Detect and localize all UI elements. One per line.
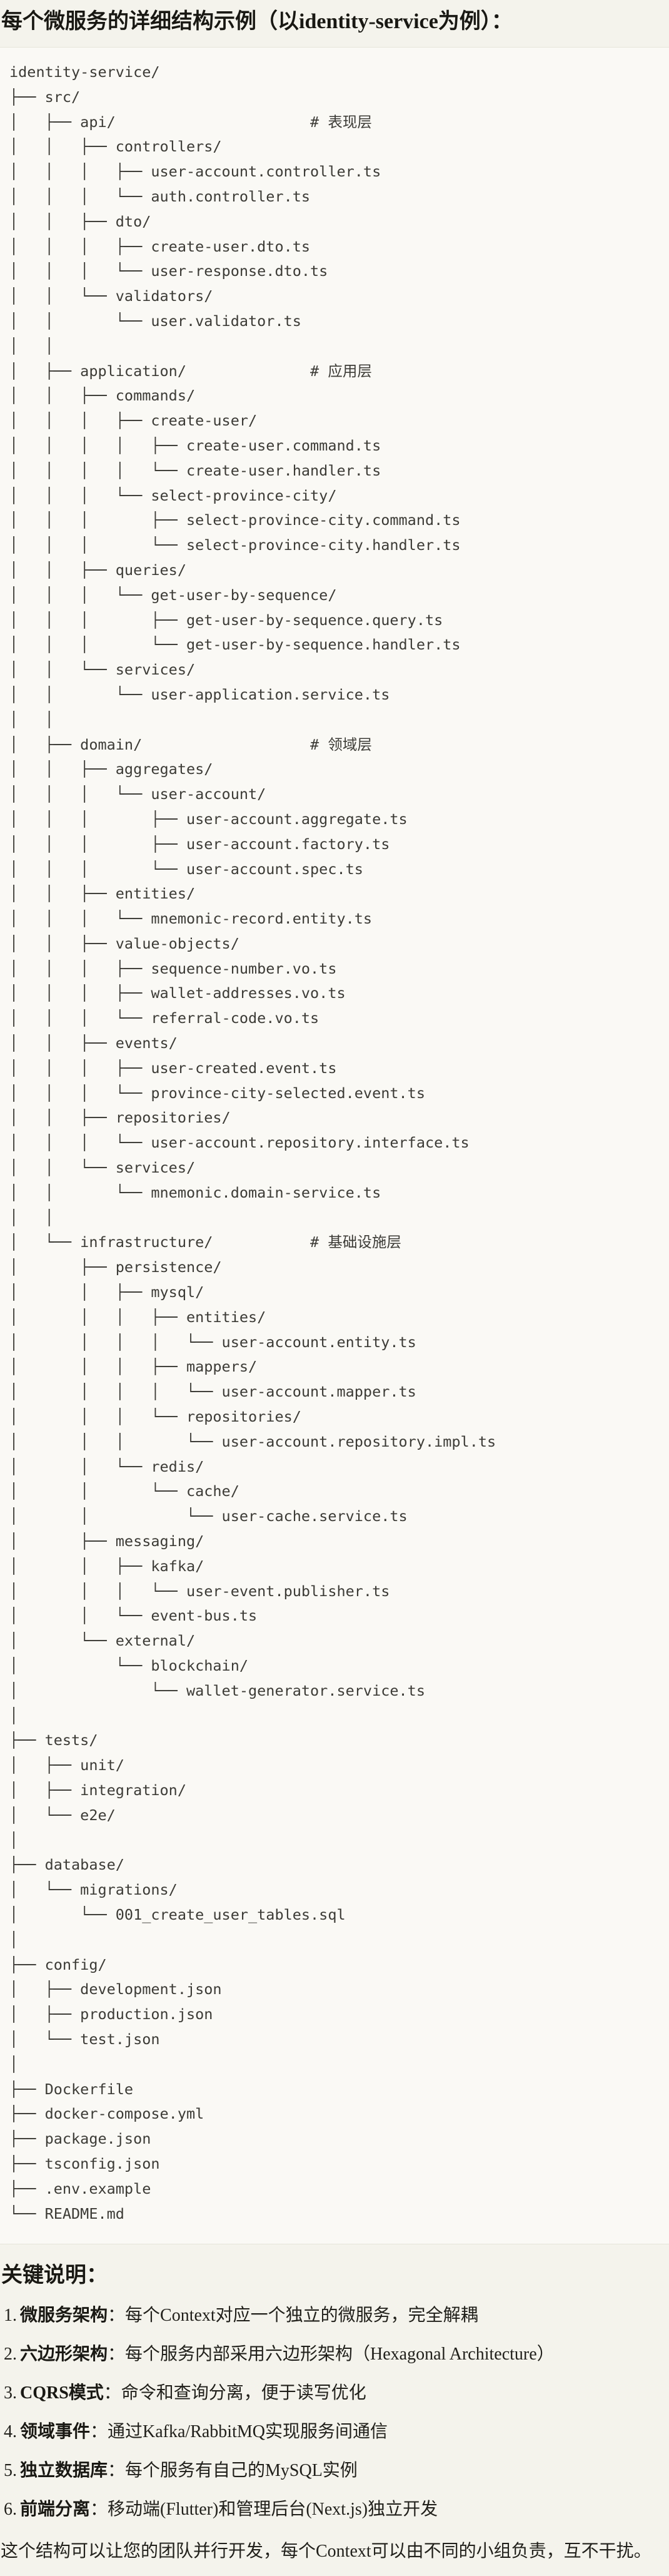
- closing-paragraph: 这个结构可以让您的团队并行开发，每个Context可以由不同的小组负责，互不干扰…: [1, 2542, 651, 2562]
- note-number: 2.: [4, 2344, 17, 2365]
- note-item-database: 5.独立数据库：每个服务有自己的MySQL实例: [4, 2460, 669, 2482]
- notes-list: 1.微服务架构：每个Context对应一个独立的微服务，完全解耦 2.六边形架构…: [0, 2304, 669, 2521]
- file-tree: identity-service/ ├── src/ │ ├── api/ # …: [9, 63, 496, 2222]
- note-term: 独立数据库: [20, 2461, 108, 2481]
- note-text: ：移动端(Flutter)和管理后台(Next.js)独立开发: [90, 2500, 438, 2520]
- note-text: ：命令和查询分离，便于读写优化: [103, 2383, 366, 2403]
- note-term: 微服务架构: [20, 2306, 108, 2326]
- note-term: 六边形架构: [20, 2344, 108, 2365]
- page-title: 每个微服务的详细结构示例（以identity-service为例）：: [1, 10, 513, 33]
- note-number: 3.: [4, 2383, 17, 2403]
- note-item-hexagonal: 2.六边形架构：每个服务内部采用六边形架构（Hexagonal Architec…: [4, 2343, 669, 2366]
- note-number: 1.: [4, 2306, 17, 2326]
- note-number: 6.: [4, 2500, 17, 2520]
- note-text: ：每个服务内部采用六边形架构（Hexagonal Architecture）: [108, 2344, 555, 2365]
- note-number: 4.: [4, 2422, 17, 2442]
- note-term: 领域事件: [20, 2422, 91, 2442]
- note-item-microservices: 1.微服务架构：每个Context对应一个独立的微服务，完全解耦: [4, 2304, 669, 2327]
- notes-section: 关键说明： 1.微服务架构：每个Context对应一个独立的微服务，完全解耦 2…: [0, 2262, 669, 2563]
- note-text: ：每个Context对应一个独立的微服务，完全解耦: [108, 2306, 478, 2326]
- note-term: 前端分离: [20, 2500, 91, 2520]
- note-item-frontend: 6.前端分离：移动端(Flutter)和管理后台(Next.js)独立开发: [4, 2498, 669, 2521]
- note-item-domain-events: 4.领域事件：通过Kafka/RabbitMQ实现服务间通信: [4, 2421, 669, 2443]
- note-item-cqrs: 3.CQRS模式：命令和查询分离，便于读写优化: [4, 2382, 669, 2405]
- note-text: ：每个服务有自己的MySQL实例: [108, 2461, 358, 2481]
- note-term: CQRS模式: [20, 2383, 104, 2403]
- code-block: identity-service/ ├── src/ │ ├── api/ # …: [0, 47, 669, 2245]
- note-text: ：通过Kafka/RabbitMQ实现服务间通信: [90, 2422, 388, 2442]
- note-number: 5.: [4, 2461, 17, 2481]
- notes-heading: 关键说明：: [1, 2264, 108, 2288]
